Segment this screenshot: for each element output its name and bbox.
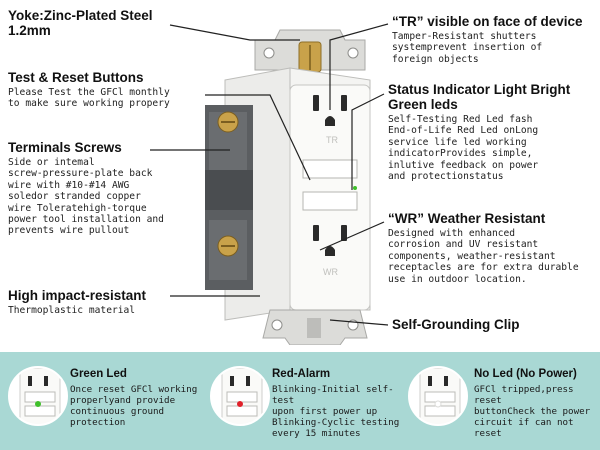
feature-green-led: Green Led Once reset GFCl working proper… — [8, 356, 208, 448]
impact-title: High impact-resistant — [8, 288, 147, 303]
grounding-clip-callout: Self-Grounding Clip — [392, 317, 592, 332]
tr-callout: “TR” visible on face of device Tamper-Re… — [392, 14, 597, 65]
feature-desc: Blinking-Initial self-test upon first po… — [272, 384, 400, 439]
tr-mark: TR — [326, 135, 338, 145]
test-reset-desc: Please Test the GFCl monthly to make sur… — [8, 87, 170, 110]
yoke-callout: Yoke:Zinc-Plated Steel 1.2mm — [8, 8, 208, 38]
wr-desc: Designed with enhanced corrosion and UV … — [388, 228, 579, 285]
clip-title: Self-Grounding Clip — [392, 317, 520, 332]
bottom-mounting-strap — [262, 309, 368, 345]
feature-title: No Led (No Power) — [474, 368, 577, 380]
feature-desc: Once reset GFCl working properlyand prov… — [70, 384, 198, 428]
test-reset-title: Test & Reset Buttons — [8, 70, 144, 85]
gfci-receptacle-illustration: TR WR — [205, 29, 371, 345]
no-led-thumbnail — [408, 366, 468, 426]
green-led-icon — [35, 401, 41, 407]
feature-red-alarm: Red-Alarm Blinking-Initial self-test upo… — [210, 356, 405, 448]
tr-title: “TR” visible on face of device — [392, 14, 583, 29]
impact-callout: High impact-resistant Thermoplastic mate… — [8, 288, 208, 316]
wr-title: “WR” Weather Resistant — [388, 211, 546, 226]
feature-title: Green Led — [70, 368, 127, 380]
test-reset-callout: Test & Reset Buttons Please Test the GFC… — [8, 70, 208, 110]
device-face: TR WR — [289, 84, 371, 311]
wr-callout: “WR” Weather Resistant Designed with enh… — [388, 211, 598, 285]
terminals-title: Terminals Screws — [8, 140, 122, 155]
off-led-icon — [434, 400, 442, 408]
red-led-icon — [237, 401, 243, 407]
feature-desc: GFCl tripped,press reset buttonCheck the… — [474, 384, 591, 439]
top-mounting-strap — [254, 29, 366, 73]
status-desc: Self-Testing Red Led fash End-of-Life Re… — [388, 114, 539, 183]
tr-desc: Tamper-Resistant shutters systemprevent … — [392, 31, 543, 65]
yoke-title: Yoke:Zinc-Plated Steel 1.2mm — [8, 8, 153, 38]
terminals-desc: Side or intemal screw-pressure-plate bac… — [8, 157, 164, 237]
status-title: Status Indicator Light Bright Green leds — [388, 82, 571, 112]
red-led-thumbnail — [210, 366, 270, 426]
impact-desc: Thermoplastic material — [8, 305, 136, 316]
feature-title: Red-Alarm — [272, 368, 331, 380]
wr-mark: WR — [323, 267, 338, 277]
feature-no-led: No Led (No Power) GFCl tripped,press res… — [408, 356, 600, 448]
terminals-callout: Terminals Screws Side or intemal screw-p… — [8, 140, 208, 237]
status-indicator-callout: Status Indicator Light Bright Green leds… — [388, 82, 598, 182]
led-status-band: Green Led Once reset GFCl working proper… — [0, 352, 600, 450]
green-led-thumbnail — [8, 366, 68, 426]
